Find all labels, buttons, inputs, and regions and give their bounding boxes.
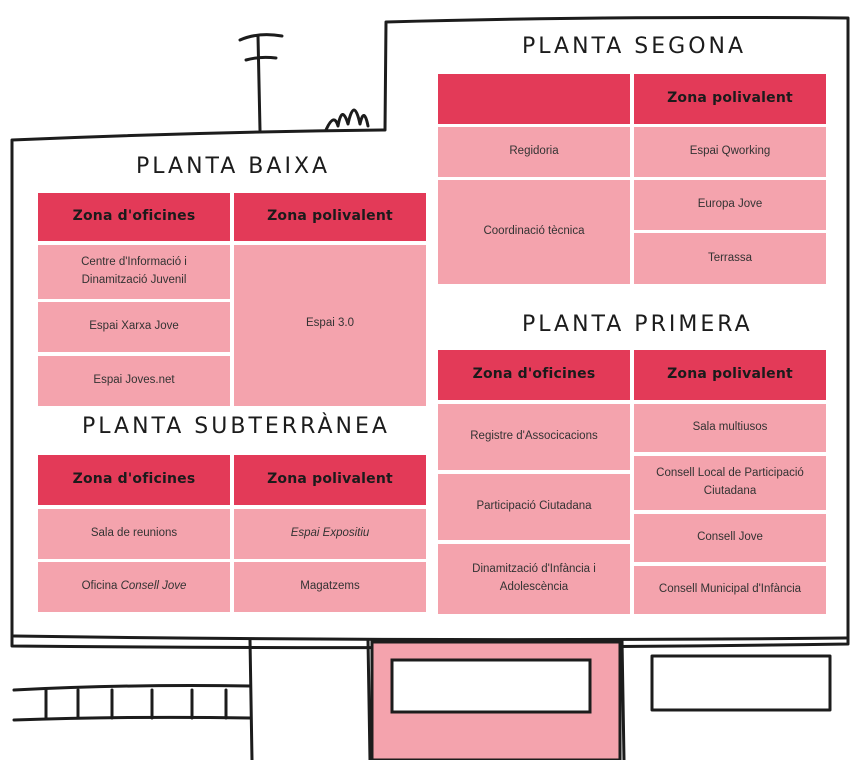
cell-participacio: Participació Ciutadana — [438, 474, 630, 540]
floor-title-baixa: PLANTA BAIXA — [136, 154, 331, 179]
grass-icon — [324, 108, 370, 132]
cell-terrassa: Terrassa — [634, 233, 826, 284]
door-window — [390, 658, 592, 714]
window-outline — [12, 684, 252, 722]
header-right: Zona polivalent — [234, 455, 426, 505]
cell-oficina-consell-jove: Oficina Consell Jove — [38, 562, 230, 612]
cell-regidoria: Regidoria — [438, 127, 630, 177]
header-right: Zona polivalent — [634, 74, 826, 124]
cell-coordinacio: Coordinació tècnica — [438, 180, 630, 284]
floor-title-primera: PLANTA PRIMERA — [522, 312, 753, 337]
cell-sala-reunions: Sala de reunions — [38, 509, 230, 559]
floor-title-segona: PLANTA SEGONA — [522, 34, 747, 59]
cell-centre-informacio: Centre d'Informació i Dinamització Juven… — [38, 245, 230, 299]
cell-magatzems: Magatzems — [234, 562, 426, 612]
cell-registre: Registre d'Associcacions — [438, 404, 630, 470]
cell-europa-jove: Europa Jove — [634, 180, 826, 230]
cell-oficina-text: Oficina — [81, 580, 118, 593]
window-outline — [650, 654, 832, 712]
floor-title-subterranea: PLANTA SUBTERRÀNEA — [82, 414, 390, 439]
cell-espai-xarxa-jove: Espai Xarxa Jove — [38, 302, 230, 352]
header-left: Zona d'oficines — [38, 193, 230, 241]
header-right: Zona polivalent — [634, 350, 826, 400]
cell-dinamitzacio: Dinamització d'Infància i Adolescència — [438, 544, 630, 614]
header-left: Zona d'oficines — [38, 455, 230, 505]
cell-consell-jove: Consell Jove — [634, 514, 826, 562]
antenna-icon — [238, 33, 284, 132]
cell-qworking: Espai Qworking — [634, 127, 826, 177]
cell-sala-multiusos: Sala multiusos — [634, 404, 826, 452]
header-left — [438, 74, 630, 124]
cell-espai-3-0: Espai 3.0 — [234, 245, 426, 406]
cell-espai-joves-net: Espai Joves.net — [38, 356, 230, 406]
cell-consell-jove-text: Consell Jove — [120, 580, 187, 593]
cell-consell-local: Consell Local de Participació Ciutadana — [634, 456, 826, 510]
header-left: Zona d'oficines — [438, 350, 630, 400]
building-outline — [10, 16, 850, 650]
cell-consell-municipal: Consell Municipal d'Infància — [634, 566, 826, 614]
cell-espai-expositiu: Espai Expositiu — [234, 509, 426, 559]
header-right: Zona polivalent — [234, 193, 426, 241]
